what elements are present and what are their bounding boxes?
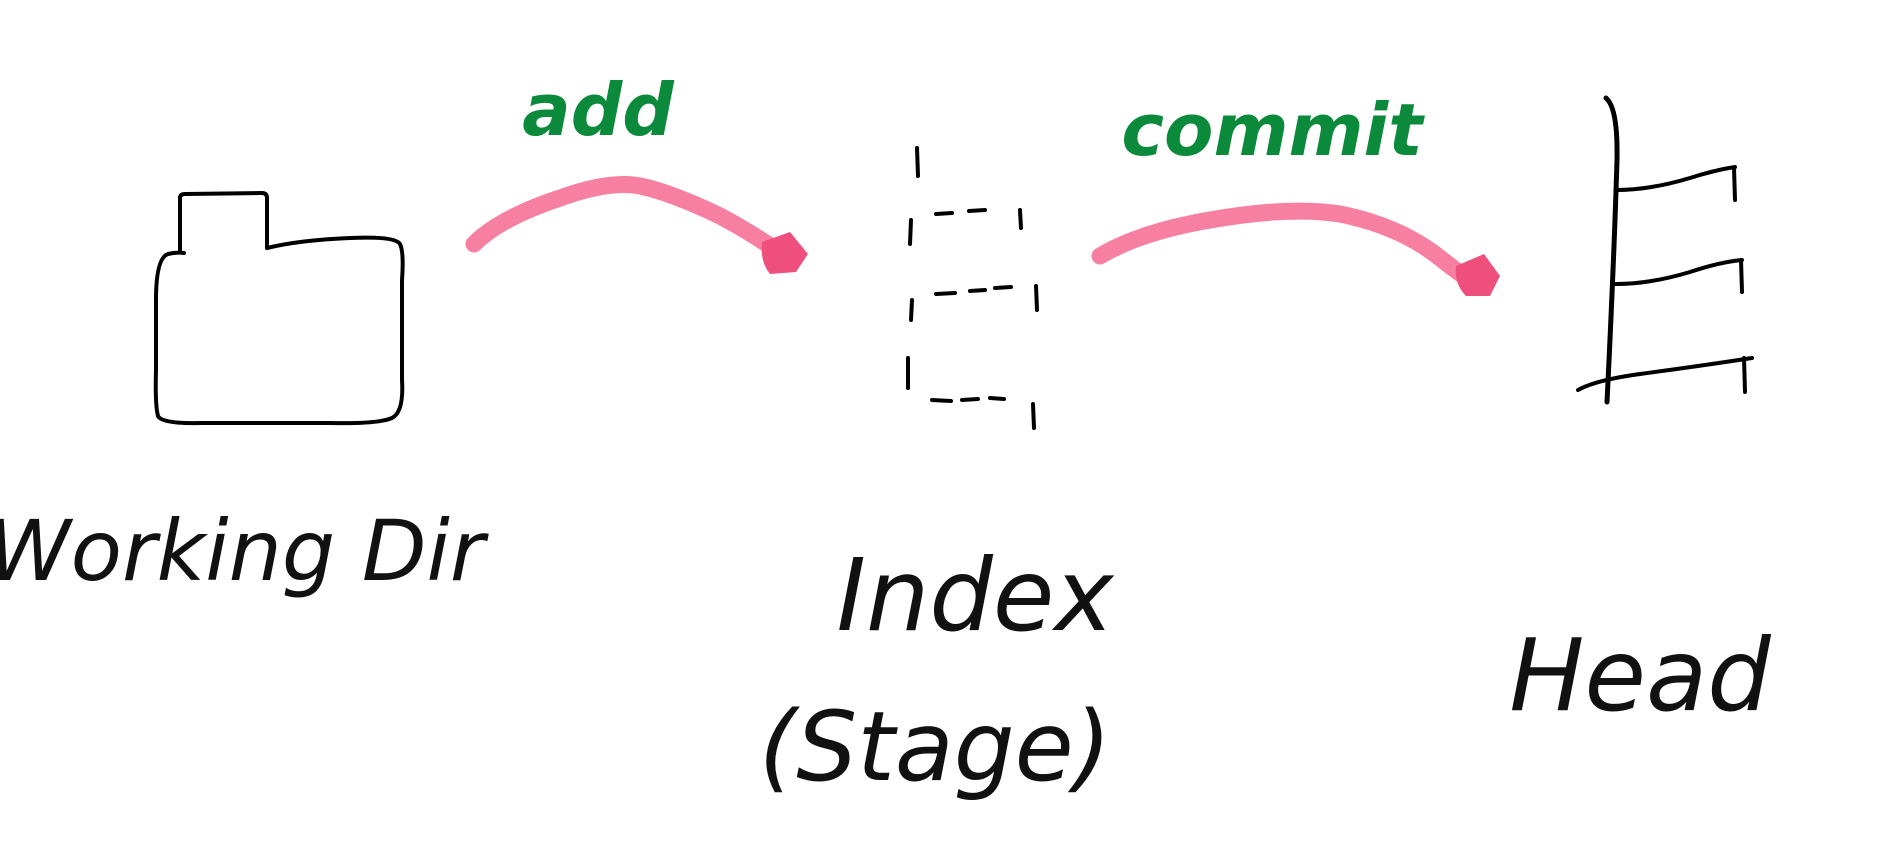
index-label: Index xyxy=(836,537,1115,654)
add-arrow xyxy=(465,176,808,274)
commit-label: commit xyxy=(1121,88,1425,172)
dashed-list-icon xyxy=(906,146,1039,430)
commit-arrow xyxy=(1091,202,1500,296)
folder-icon xyxy=(153,191,405,426)
index-sublabel: (Stage) xyxy=(759,691,1111,803)
working-dir-label: Working Dir xyxy=(0,502,489,600)
add-label: add xyxy=(522,68,675,152)
commit-tree-icon xyxy=(1576,95,1754,405)
head-label: Head xyxy=(1509,617,1771,734)
